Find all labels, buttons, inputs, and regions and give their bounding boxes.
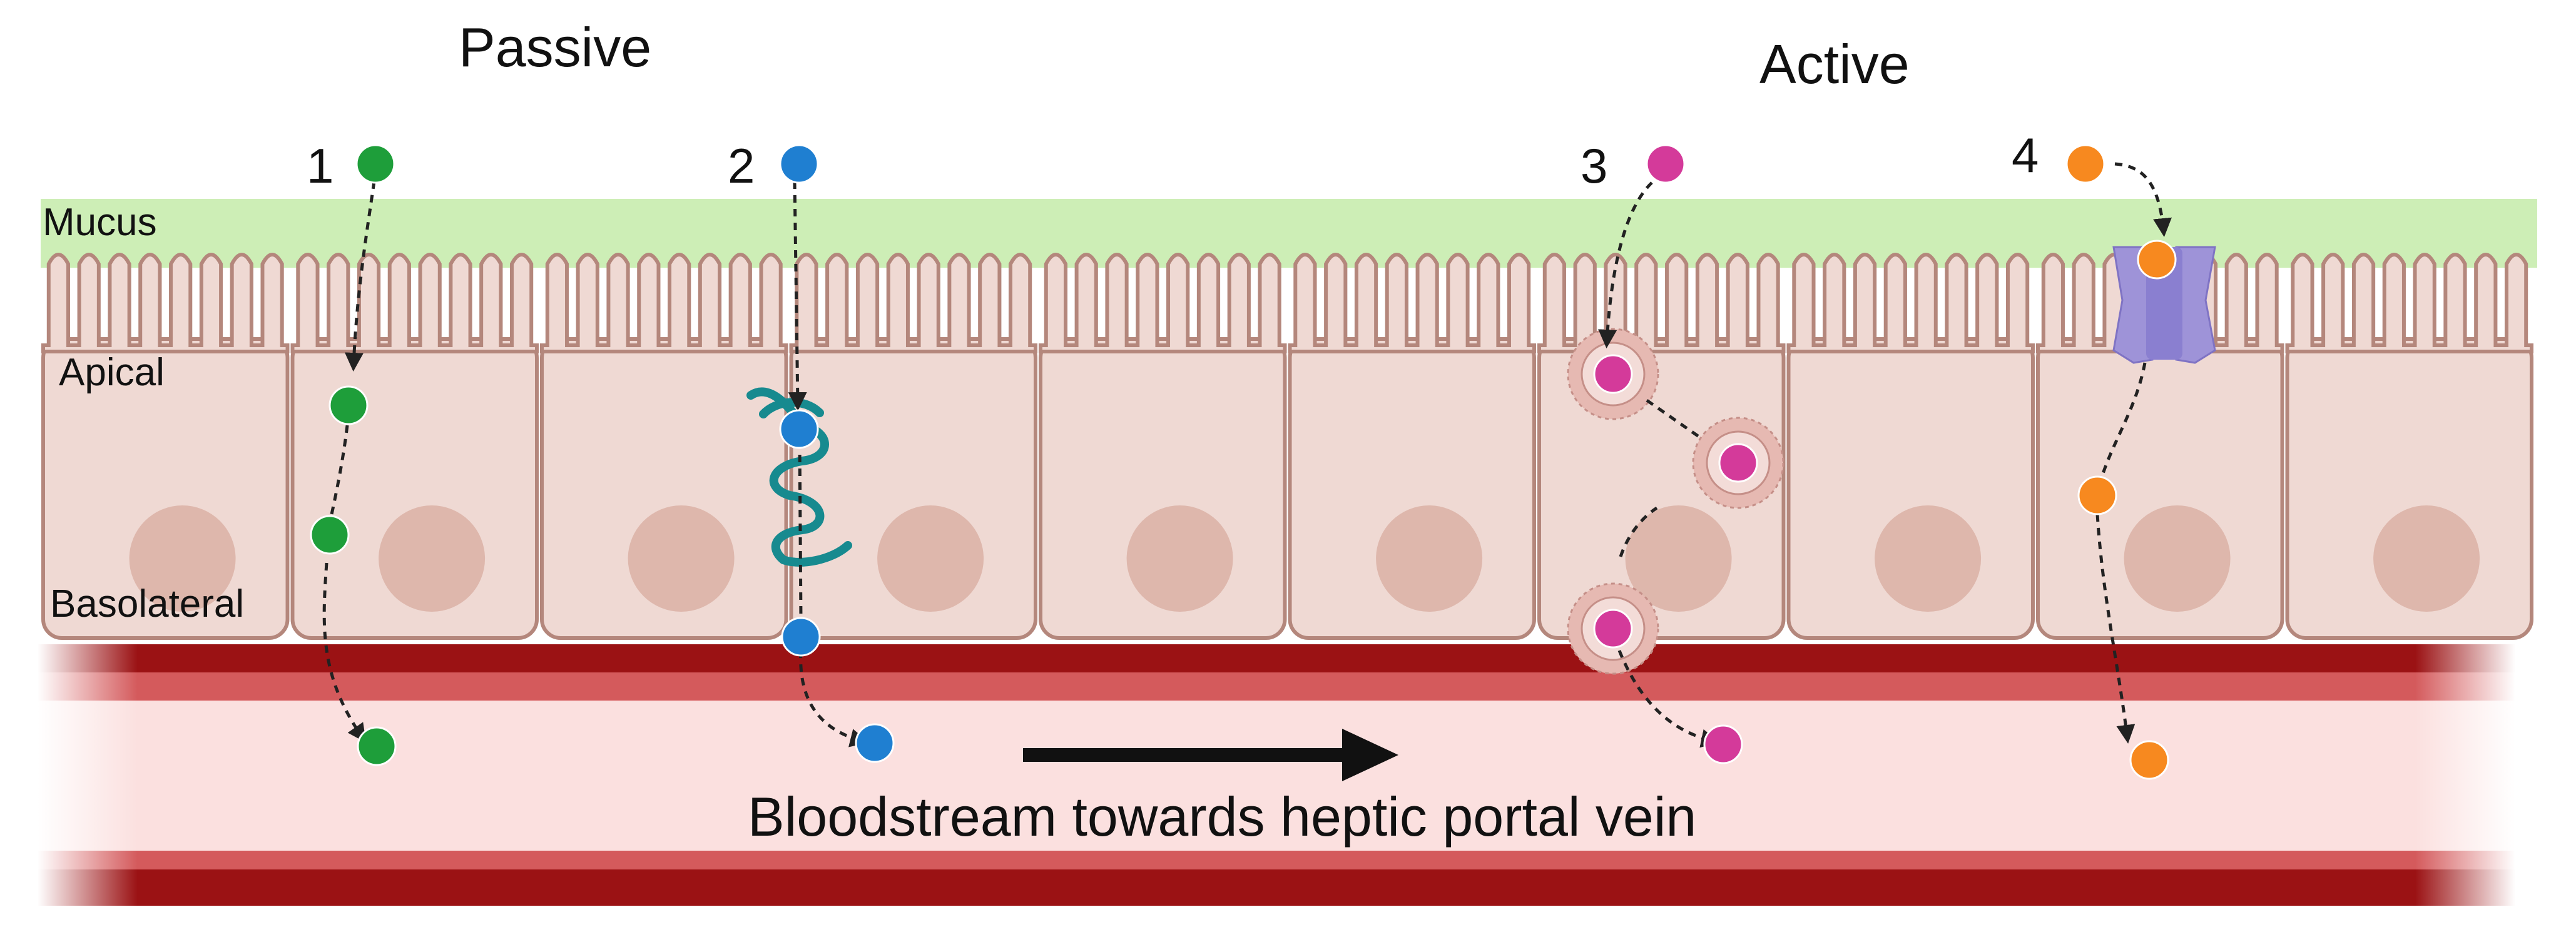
route-2-molecule-basal — [781, 617, 821, 657]
route-1-molecule-blood — [357, 726, 397, 766]
vessel-fade-right — [2415, 641, 2515, 910]
route-4-path-c — [2095, 514, 2136, 744]
route-1-path-b — [327, 425, 349, 529]
route-3-path-b — [1646, 398, 1702, 440]
route-1-path-a — [344, 181, 376, 372]
route-4-number: 4 — [2012, 128, 2039, 183]
microvilli — [290, 253, 539, 353]
microvilli — [1786, 253, 2035, 353]
cell-nucleus — [2124, 505, 2231, 612]
route-2-number: 2 — [728, 138, 755, 193]
microvilli — [1288, 253, 1536, 353]
route-2-molecule-start — [779, 144, 819, 184]
route-4-molecule-start — [2065, 144, 2105, 184]
cell-nucleus — [1376, 505, 1483, 612]
microvilli — [2285, 253, 2533, 353]
mucus-label: Mucus — [43, 201, 157, 244]
microvilli — [1537, 253, 1786, 353]
cell-nucleus — [1625, 505, 1732, 612]
route-2-path-c — [799, 650, 869, 747]
route-1-number: 1 — [307, 138, 334, 193]
route-4-molecule-blood — [2129, 740, 2169, 780]
vessel-fade-left — [38, 641, 138, 910]
route-4-path-b — [2100, 362, 2147, 476]
vessel-wall-top-inner — [38, 672, 2515, 701]
bloodstream-arrowhead — [1342, 729, 1398, 781]
route-3-number: 3 — [1581, 138, 1608, 193]
passive-heading: Passive — [459, 16, 652, 78]
route-1-molecule-basal — [310, 515, 350, 555]
route-4-molecule-transporter — [2137, 240, 2177, 280]
cell-nucleus — [379, 505, 486, 612]
route-2-molecule-junction — [779, 409, 819, 449]
route-4-molecule-cytoplasm — [2077, 475, 2117, 515]
basolateral-label: Basolateral — [50, 582, 245, 626]
blood-vessel — [38, 641, 2515, 910]
route-2-path-b — [798, 440, 803, 620]
apical-label: Apical — [59, 351, 165, 394]
bloodstream-label: Bloodstream towards heptic portal vein — [748, 786, 1697, 848]
cell-nucleus — [129, 505, 236, 612]
cell-nucleus — [1126, 505, 1233, 612]
microvilli — [789, 253, 1037, 353]
route-2-molecule-blood — [855, 723, 895, 763]
transport-paths — [322, 162, 2172, 748]
route-3-molecule-vesicle-2 — [1718, 443, 1758, 483]
route-3-molecule-blood — [1703, 724, 1743, 764]
active-heading: Active — [1759, 33, 1910, 95]
route-1-molecule-apical — [328, 385, 369, 425]
route-4-path-a — [2114, 162, 2172, 237]
route-3-path-c — [1619, 506, 1658, 557]
route-3-molecule-vesicle-3 — [1593, 609, 1633, 649]
route-3-path-d — [1617, 650, 1720, 748]
vessel-wall-bottom — [38, 869, 2515, 906]
cell-nucleus — [628, 505, 735, 612]
route-3-path-a — [1598, 181, 1653, 348]
route-3-molecule-vesicle-1 — [1593, 354, 1633, 394]
bloodstream-arrow — [1023, 729, 1398, 781]
microvilli — [1039, 253, 1287, 353]
route-1-path-c — [322, 562, 367, 743]
microvilli — [540, 253, 788, 353]
epithelial-cells — [41, 253, 2533, 640]
cell-nucleus — [877, 505, 984, 612]
molecules — [310, 144, 2177, 780]
route-3-molecule-start — [1646, 144, 1686, 184]
microvilli — [41, 253, 290, 353]
cell-nucleus — [2373, 505, 2480, 612]
route-2-path-a — [788, 181, 807, 411]
route-1-molecule-start — [355, 144, 395, 184]
cell-nucleus — [1875, 505, 1982, 612]
